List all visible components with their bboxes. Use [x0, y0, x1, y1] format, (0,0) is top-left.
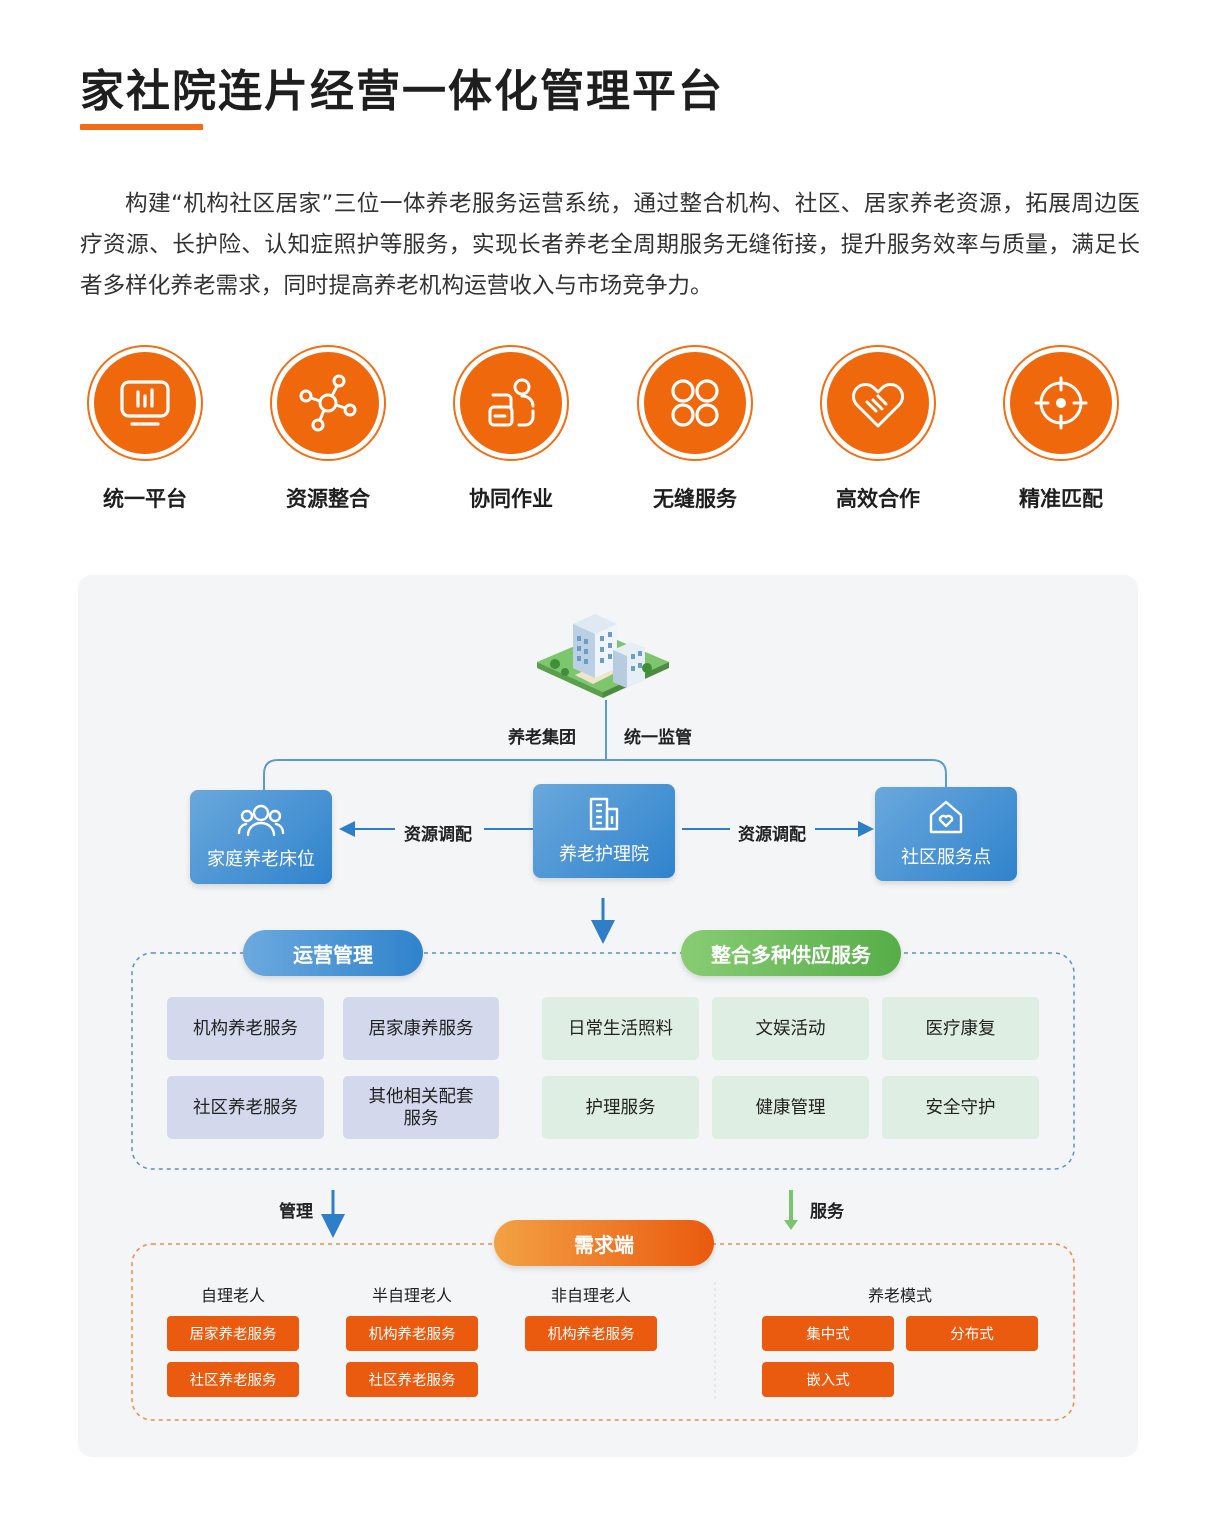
supply-item: 健康管理 [712, 1076, 869, 1139]
mode-tag: 集中式 [762, 1316, 894, 1351]
group-label: 非自理老人 [550, 1286, 631, 1305]
intro-paragraph: 构建“机构社区居家”三位一体养老服务运营系统，通过整合机构、社区、居家养老资源，… [80, 191, 1140, 299]
demand-tag: 社区养老服务 [167, 1362, 299, 1397]
modes-label: 养老模式 [867, 1286, 932, 1305]
top-left-label: 养老集团 [508, 728, 576, 748]
feature-item: 协同作业 [451, 345, 571, 513]
node-label: 养老护理院 [559, 844, 649, 865]
home-heart-icon [929, 800, 963, 834]
node-community-point: 社区服务点 [875, 787, 1017, 881]
building-icon [537, 614, 669, 698]
target-icon [1034, 376, 1088, 430]
feature-item: 精准匹配 [1001, 345, 1121, 513]
ops-item: 居家康养服务 [343, 997, 499, 1060]
demand-tag: 机构养老服务 [525, 1316, 657, 1351]
ops-item: 机构养老服务 [167, 997, 324, 1060]
ops-title-pill: 运营管理 [243, 930, 423, 976]
feature-label: 精准匹配 [1019, 487, 1103, 511]
edge-label-left: 资源调配 [404, 825, 472, 845]
edge-label-right: 资源调配 [738, 825, 806, 845]
feature-item: 无缝服务 [635, 345, 755, 513]
feature-item: 统一平台 [85, 345, 205, 513]
supply-item: 安全守护 [882, 1076, 1039, 1139]
feature-item: 高效合作 [818, 345, 938, 513]
collaboration-icon [488, 378, 535, 427]
demand-tag: 居家养老服务 [167, 1316, 299, 1351]
office-building-icon [589, 797, 619, 831]
supply-item: 护理服务 [542, 1076, 699, 1139]
people-icon [237, 804, 285, 837]
node-label: 社区服务点 [901, 847, 991, 868]
demand-tag: 社区养老服务 [346, 1362, 478, 1397]
manage-label: 管理 [279, 1202, 313, 1222]
node-home-bed: 家庭养老床位 [190, 790, 332, 884]
demand-tag: 机构养老服务 [346, 1316, 478, 1351]
feature-label: 无缝服务 [653, 487, 737, 511]
network-nodes-icon [299, 374, 357, 432]
supply-title-pill: 整合多种供应服务 [681, 930, 901, 976]
supply-item: 日常生活照料 [542, 997, 699, 1060]
feature-label: 资源整合 [286, 487, 370, 511]
monitor-chart-icon [120, 380, 170, 426]
page-title: 家社院连片经营一体化管理平台 [80, 66, 724, 117]
feature-label: 统一平台 [103, 487, 187, 511]
feature-label: 高效合作 [836, 487, 920, 511]
supply-item: 文娱活动 [712, 997, 869, 1060]
heart-handshake-icon [852, 383, 904, 428]
mode-tag: 分布式 [906, 1316, 1038, 1351]
service-label: 服务 [810, 1202, 844, 1222]
mode-tag: 嵌入式 [762, 1362, 894, 1397]
ops-item: 其他相关配套服务 [343, 1076, 499, 1139]
demand-title-pill: 需求端 [494, 1220, 714, 1266]
feature-item: 资源整合 [268, 345, 388, 513]
top-right-label: 统一监管 [624, 728, 692, 748]
feature-label: 协同作业 [469, 487, 553, 511]
supply-item: 医疗康复 [882, 997, 1039, 1060]
four-circles-icon [671, 379, 719, 427]
group-label: 半自理老人 [371, 1286, 452, 1305]
node-label: 家庭养老床位 [207, 849, 315, 870]
title-underline [80, 124, 203, 130]
group-label: 自理老人 [200, 1286, 265, 1305]
node-nursing-home: 养老护理院 [533, 784, 675, 878]
ops-item: 社区养老服务 [167, 1076, 324, 1139]
